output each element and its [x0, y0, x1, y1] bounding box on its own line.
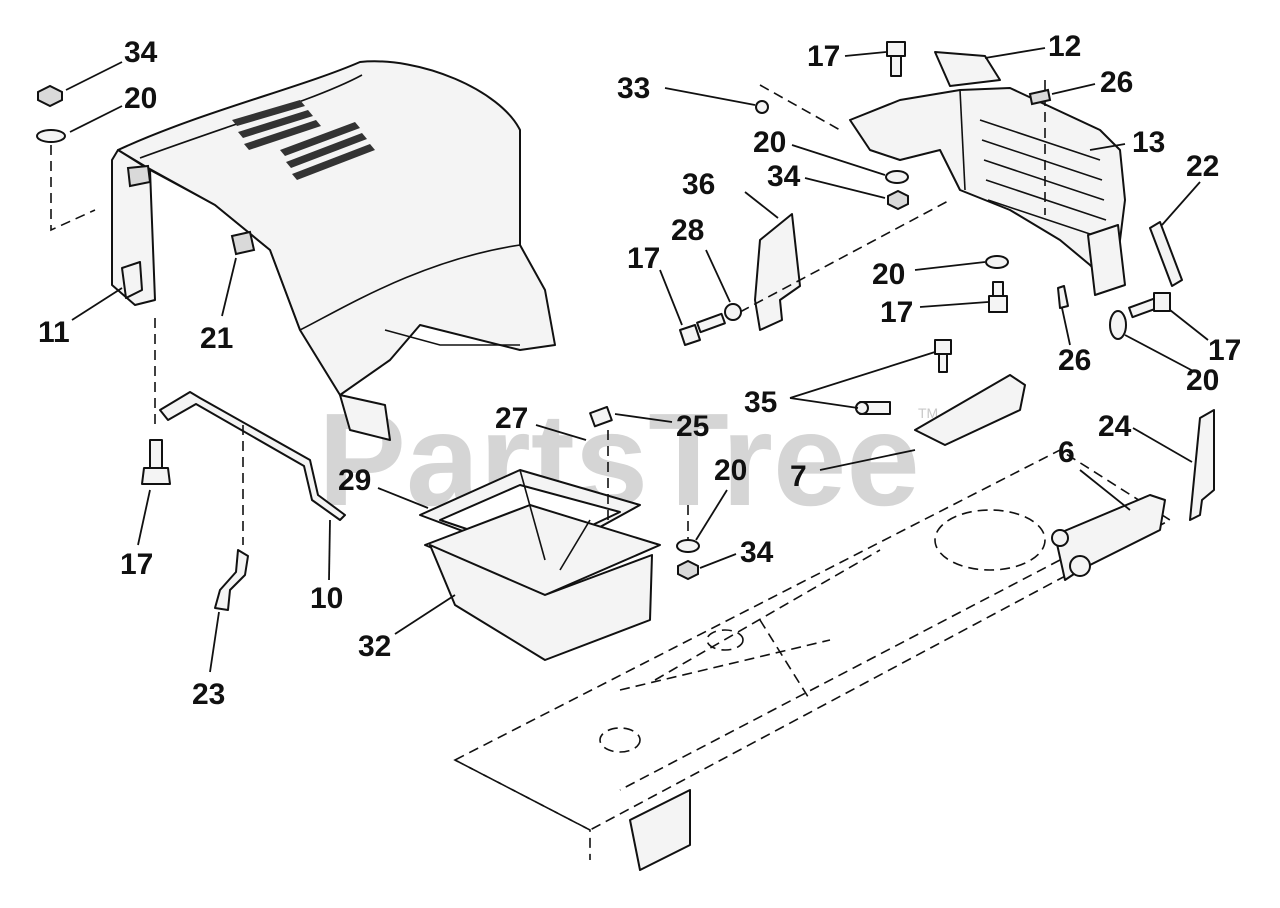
callout-33[interactable]: 33	[617, 72, 650, 105]
bracket-7[interactable]	[914, 374, 1026, 446]
plate-12	[934, 51, 1001, 87]
bolt-17-right-lower	[1128, 292, 1171, 319]
callout-11[interactable]: 11	[38, 316, 70, 349]
callout-24[interactable]: 24	[1098, 410, 1132, 443]
callout-34-grille[interactable]: 34	[767, 160, 801, 193]
callout-26-top[interactable]: 26	[1100, 66, 1133, 99]
callout-22[interactable]: 22	[1186, 150, 1219, 183]
callout-20-middle[interactable]: 20	[714, 454, 747, 487]
bracket-24	[1189, 409, 1215, 521]
callout-29[interactable]: 29	[338, 464, 371, 497]
bracket-25	[589, 406, 613, 428]
bolt-17-top	[886, 41, 906, 77]
callout-27[interactable]: 27	[495, 402, 528, 435]
washer-20-middle	[676, 539, 700, 553]
hitch-pin	[1069, 555, 1091, 577]
bolt-17-left	[141, 439, 171, 485]
bracket-36	[754, 213, 801, 331]
frame[interactable]	[453, 449, 1172, 871]
nut-34-left	[37, 84, 63, 108]
callout-17-right-upper[interactable]: 17	[880, 296, 913, 329]
callout-7[interactable]: 7	[790, 460, 807, 493]
bolt-35-left	[855, 401, 891, 415]
hood-vent-slots	[232, 100, 375, 180]
nut-34-grille	[887, 189, 909, 211]
callout-32[interactable]: 32	[358, 630, 391, 663]
clip-26-top	[1028, 88, 1052, 106]
callout-34-middle[interactable]: 34	[740, 536, 774, 569]
callout-36[interactable]: 36	[682, 168, 715, 201]
callout-20-right-lower[interactable]: 20	[1186, 364, 1219, 397]
hood-rod	[159, 391, 346, 521]
bolt-35-top	[934, 339, 952, 373]
hood-pad	[121, 261, 143, 299]
watermark-trademark: TM	[918, 405, 938, 421]
callout-20-left[interactable]: 20	[124, 82, 157, 115]
callout-20-right-upper[interactable]: 20	[872, 258, 905, 291]
callout-10[interactable]: 10	[310, 582, 343, 615]
washer-20-right-lower	[1109, 310, 1127, 340]
callout-13[interactable]: 13	[1132, 126, 1165, 159]
callout-35[interactable]: 35	[744, 386, 777, 419]
leader-lines	[65, 47, 1209, 673]
callout-6[interactable]: 6	[1058, 436, 1075, 469]
callout-17-left-bracket[interactable]: 17	[627, 242, 660, 275]
plug-33	[755, 100, 769, 114]
callout-23[interactable]: 23	[192, 678, 225, 711]
hood[interactable]	[111, 60, 556, 441]
callout-20-grille[interactable]: 20	[753, 126, 786, 159]
washer-20-right-upper	[985, 255, 1009, 269]
bolt-17-right-upper	[988, 281, 1008, 313]
callout-25[interactable]: 25	[676, 410, 709, 443]
callout-17-top[interactable]: 17	[807, 40, 840, 73]
callout-28[interactable]: 28	[671, 214, 704, 247]
callout-17-right-lower[interactable]: 17	[1208, 334, 1241, 367]
clip-23	[214, 549, 249, 611]
battery-tray[interactable]	[419, 469, 661, 661]
grille-slats	[979, 119, 1109, 241]
callouts: 34 20 11 21 17 10 23 27 25 29 32 20 34 1…	[38, 30, 1241, 711]
nut-34-middle	[677, 559, 699, 581]
grille[interactable]	[849, 87, 1126, 296]
callout-34-left[interactable]: 34	[124, 36, 158, 69]
washer-20-left	[36, 129, 66, 143]
callout-26-right[interactable]: 26	[1058, 344, 1091, 377]
clip-26-right	[1057, 285, 1069, 309]
hitch-bolt	[1051, 529, 1069, 547]
callout-21[interactable]: 21	[200, 322, 233, 355]
washer-20-grille	[885, 170, 909, 184]
callout-17-left[interactable]: 17	[120, 548, 153, 581]
bolt-17-left-bracket	[679, 303, 742, 346]
callout-12[interactable]: 12	[1048, 30, 1081, 63]
strip-22	[1149, 221, 1183, 287]
